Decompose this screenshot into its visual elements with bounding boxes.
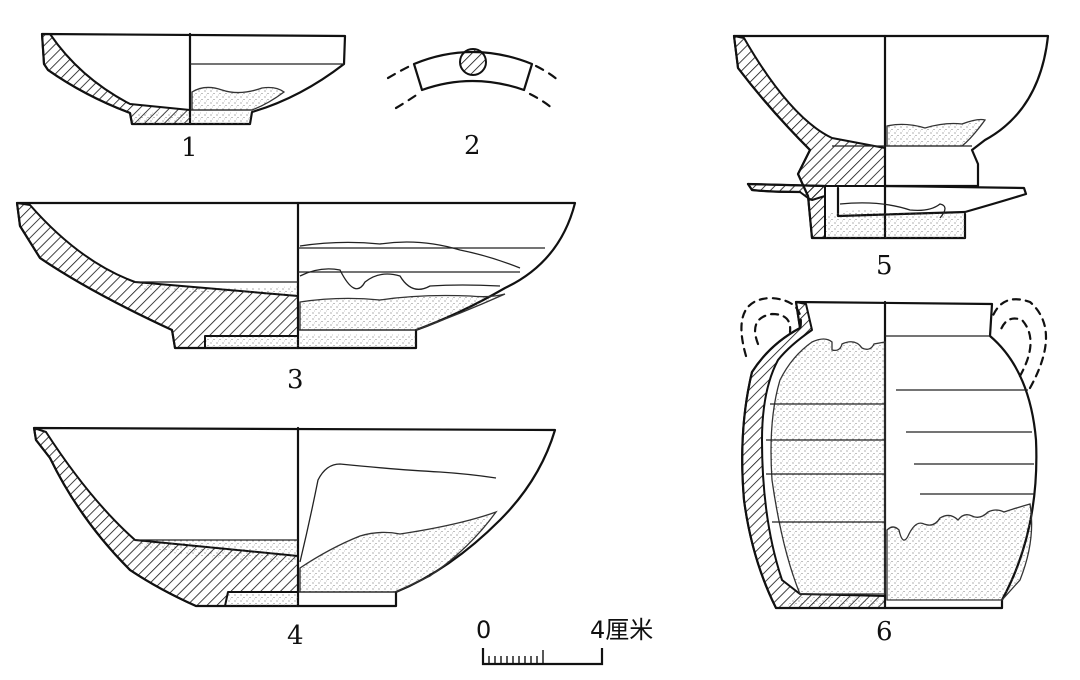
artifact-1-foot-stipple [130, 112, 252, 124]
artifact-6-jar [740, 296, 1047, 610]
scale-bar: 0 4厘米 [476, 616, 653, 666]
artifact-4-bowl [32, 426, 557, 608]
artifact-6-interior-glaze [770, 338, 886, 595]
artifact-2-fragment [386, 48, 560, 110]
scale-bar-start-label: 0 [476, 616, 491, 644]
artifact-4-outline [32, 426, 557, 608]
label-2: 2 [464, 131, 481, 161]
artifact-5-saucer-glaze-line [839, 202, 946, 219]
scale-bar-minor-ticks [488, 650, 544, 664]
artifact-3-glaze-area [299, 293, 506, 331]
artifact-3-bowl [15, 201, 577, 350]
artifact-6-exterior-glaze [886, 503, 1033, 601]
artifact-3-glaze-line-2 [299, 268, 501, 290]
artifact-2-outline [412, 50, 534, 92]
artifact-5-cup-with-stand [732, 34, 1050, 240]
artifact-2-section [459, 48, 487, 76]
artifact-4-glaze-line-1 [299, 463, 497, 563]
artifact-3-foot-stipple [205, 336, 298, 348]
artifact-1-glaze-area [191, 86, 286, 111]
label-1: 1 [181, 133, 198, 163]
artifact-5-saucer-outline [746, 182, 1028, 218]
artifact-5-glaze-area [886, 118, 987, 147]
artifact-2-dash-lower-right [528, 92, 554, 110]
artifact-2-dash-upper-right [534, 64, 560, 82]
artifact-2-dash-lower-left [394, 92, 420, 110]
artifact-6-base-stipple [780, 596, 885, 606]
artifact-5-left-outline [732, 34, 967, 240]
artifact-6-handle-right-inner [998, 317, 1032, 378]
artifact-5-saucer-left-lip [746, 182, 802, 194]
scale-bar-end-label: 4厘米 [590, 616, 653, 644]
label-5: 5 [876, 251, 893, 281]
artifact-6-handle-right-outer [990, 298, 1047, 390]
artifact-1-bowl [40, 32, 347, 126]
artifact-6-outline [741, 300, 1038, 610]
artifact-6-handle-left-inner [754, 312, 792, 346]
artifact-1-section-wall [41, 33, 191, 125]
artifact-5-foot-stipple [826, 210, 965, 238]
label-4: 4 [287, 621, 304, 651]
label-3: 3 [287, 365, 304, 395]
artifact-4-foot-stipple [226, 594, 298, 606]
artifact-3-glaze-line-1 [299, 241, 521, 269]
artifact-3-foot-stipple-right [298, 334, 416, 348]
label-6: 6 [876, 617, 893, 647]
artifact-4-section-wall [33, 427, 299, 607]
artifact-4-glaze-area [299, 510, 498, 593]
artifact-4-inner-stipple [135, 540, 298, 562]
artifact-3-section-wall [16, 202, 299, 349]
artifact-2-dash-upper-left [386, 64, 412, 80]
artifact-3-inner-stipple [135, 282, 298, 296]
artifact-5-cup-outline [732, 34, 1050, 188]
